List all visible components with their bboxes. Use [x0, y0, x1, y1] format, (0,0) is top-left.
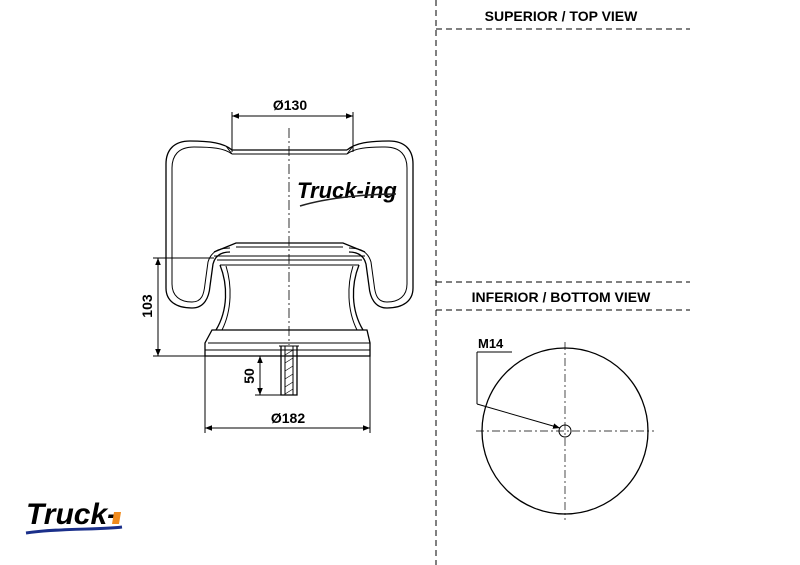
dimension-top-diameter: Ø130: [231, 97, 354, 152]
brand-logo: Truck-: [25, 498, 123, 535]
bottom-view: INFERIOR / BOTTOM VIEW M14: [472, 289, 654, 520]
watermark-text: Truck-ing: [297, 178, 397, 203]
logo-accent: [112, 512, 121, 524]
dimension-height: 103: [139, 257, 214, 357]
air-spring-side-view: Ø130 103 50 Ø182 Truck-ing: [139, 97, 414, 433]
stud-length-label: 50: [241, 368, 257, 384]
watermark-logo: Truck-ing: [297, 178, 397, 207]
dimension-bottom-diameter: Ø182: [204, 356, 371, 433]
thread-leader: M14: [476, 336, 561, 429]
bottom-view-title: INFERIOR / BOTTOM VIEW: [472, 289, 651, 305]
view-dividers: [435, 0, 690, 565]
logo-underline: [25, 525, 123, 535]
thread-label: M14: [478, 336, 504, 351]
stud-hatch: [284, 349, 294, 395]
top-diameter-label: Ø130: [273, 97, 307, 113]
dimension-stud-length: 50: [241, 356, 281, 396]
top-view-title: SUPERIOR / TOP VIEW: [485, 8, 639, 24]
logo-text: Truck-: [26, 498, 117, 531]
bottom-diameter-label: Ø182: [271, 410, 305, 426]
height-label: 103: [139, 294, 155, 318]
